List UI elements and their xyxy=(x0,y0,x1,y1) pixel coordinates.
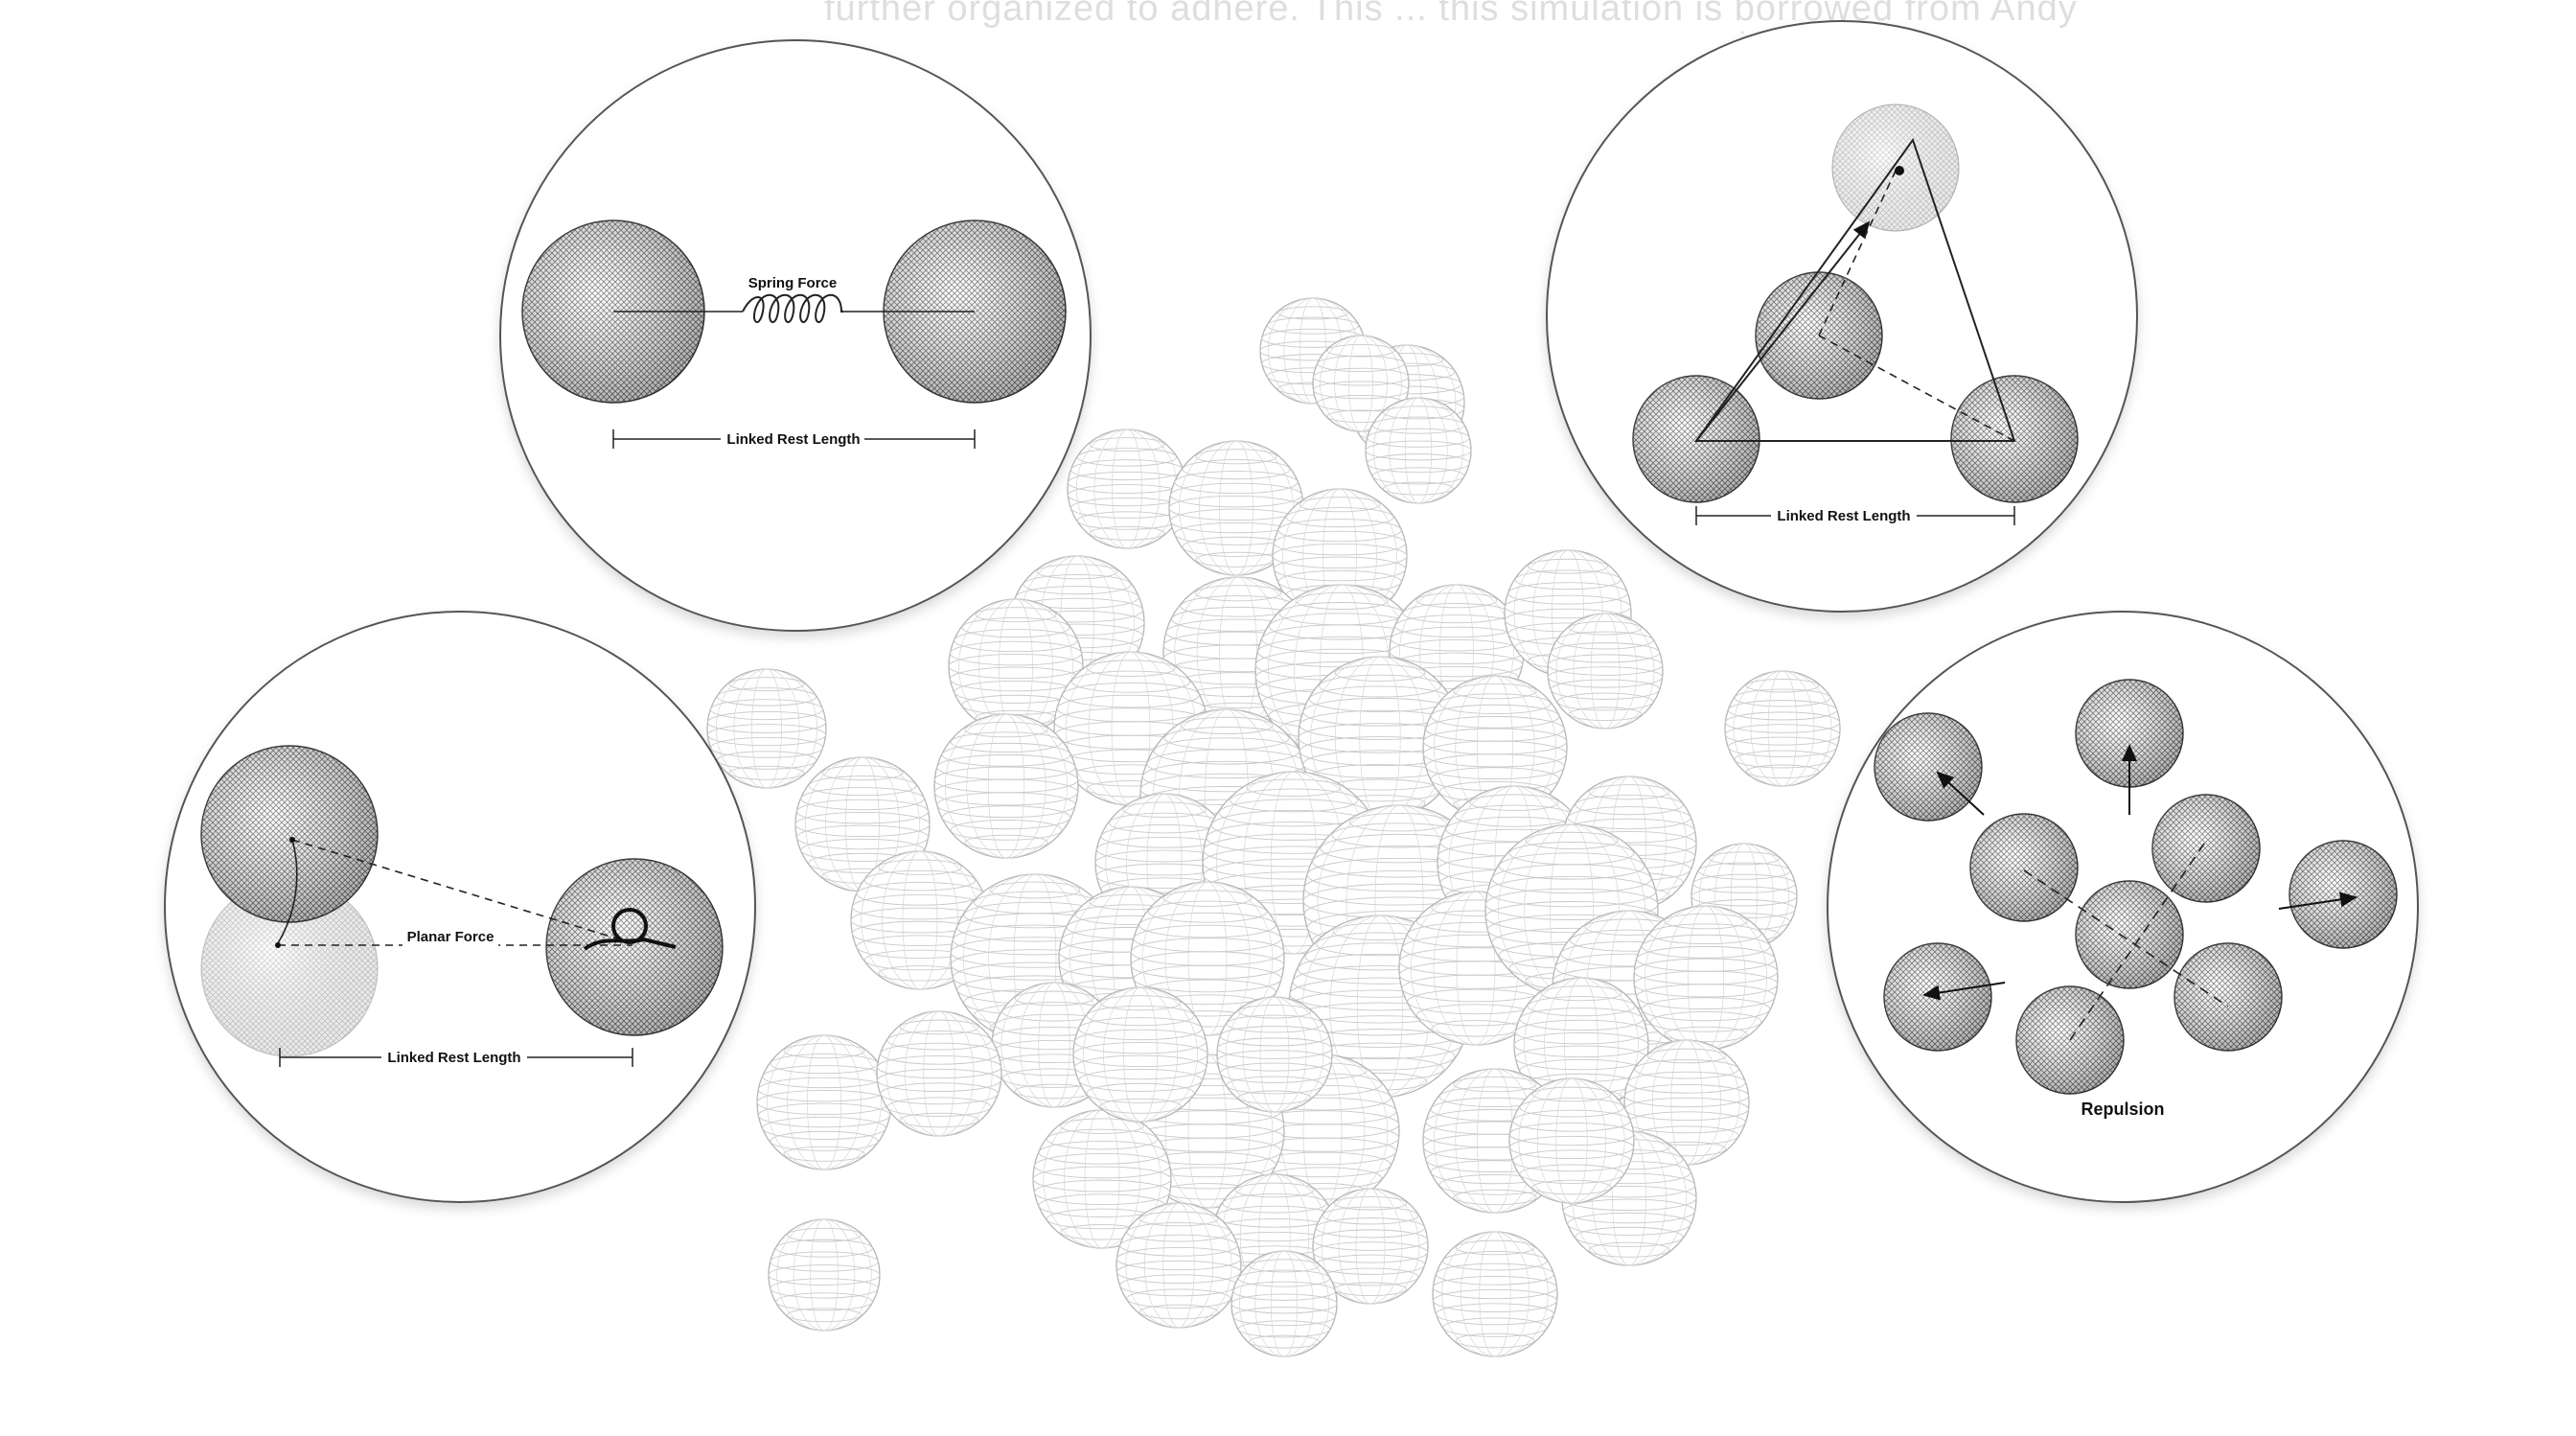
cluster-sphere xyxy=(1633,905,1779,1051)
cluster-sphere xyxy=(1067,428,1187,549)
repulsion-sphere-shade xyxy=(2289,841,2397,948)
repulsion-arrow-upleft xyxy=(1936,771,1985,816)
repulsion-sphere-shade xyxy=(1884,943,1991,1051)
repulsion-sphere-shade xyxy=(2174,943,2282,1051)
cluster-sphere xyxy=(1072,986,1208,1123)
repulsion-sphere-shade xyxy=(2152,795,2260,902)
triangle-target-point xyxy=(1895,166,1904,175)
planar-dashed-diagonal xyxy=(291,839,633,944)
sphere-cluster xyxy=(706,297,1841,1357)
spring-coil-icon xyxy=(742,293,843,324)
repulsion-sphere-shade xyxy=(2076,680,2183,787)
cluster-sphere xyxy=(1312,335,1410,432)
cluster-sphere xyxy=(1312,1188,1429,1305)
cluster-sphere xyxy=(1230,1250,1338,1357)
cluster-sphere xyxy=(948,598,1084,734)
cluster-sphere xyxy=(1623,1039,1750,1166)
repulsion-arrow-left xyxy=(1922,982,2006,1001)
repulsion-panel: Repulsion xyxy=(1827,611,2419,1203)
repulsion-arrow-right xyxy=(2278,892,2358,910)
triangle-outline xyxy=(1694,137,2016,442)
cluster-sphere xyxy=(706,668,827,789)
repulsion-label: Repulsion xyxy=(2081,1100,2164,1119)
repulsion-sphere-shade xyxy=(1970,814,2078,921)
cluster-sphere xyxy=(1422,675,1568,821)
planar-rest-length-label: Linked Rest Length xyxy=(387,1050,520,1066)
cluster-sphere xyxy=(1547,613,1664,730)
cluster-sphere xyxy=(1272,488,1408,624)
cluster-sphere xyxy=(1432,1231,1558,1357)
repulsion-dashed-diagonal xyxy=(2023,869,2229,1008)
cluster-sphere xyxy=(1168,440,1304,576)
repulsion-sphere-shade xyxy=(2016,986,2124,1094)
planar-force-panel: Planar Force Linked Rest Length xyxy=(164,611,756,1203)
spring-rest-label-bg xyxy=(721,428,864,449)
repulsion-dashed-cross xyxy=(2069,843,2205,1041)
repulsion-sphere-shade xyxy=(1874,713,1982,821)
cluster-sphere xyxy=(1365,397,1472,504)
spring-rest-length-label: Linked Rest Length xyxy=(726,431,860,448)
cluster-sphere xyxy=(876,1010,1002,1137)
cluster-sphere xyxy=(1216,996,1333,1113)
spring-force-label: Spring Force xyxy=(748,275,838,291)
planar-hinge-icon xyxy=(583,908,677,951)
triangle-force-panel: Linked Rest Length xyxy=(1546,20,2138,613)
planar-force-label: Planar Force xyxy=(407,929,494,945)
triangle-dashed-up xyxy=(1818,170,1897,336)
repulsion-sphere-shade xyxy=(2076,881,2183,988)
cluster-sphere xyxy=(1116,1202,1242,1329)
triangle-dashed-right xyxy=(1818,335,2015,442)
cluster-sphere xyxy=(933,713,1079,859)
triangle-force-arrow xyxy=(1695,220,1871,442)
planar-angle-arc xyxy=(277,839,298,944)
spring-force-panel: Spring Force Linked Rest Length xyxy=(499,39,1092,632)
cluster-sphere xyxy=(1724,670,1841,787)
cluster-sphere xyxy=(756,1034,892,1170)
cluster-sphere xyxy=(1508,1077,1635,1204)
cluster-sphere xyxy=(768,1218,881,1332)
triangle-rest-length-label: Linked Rest Length xyxy=(1777,508,1910,524)
